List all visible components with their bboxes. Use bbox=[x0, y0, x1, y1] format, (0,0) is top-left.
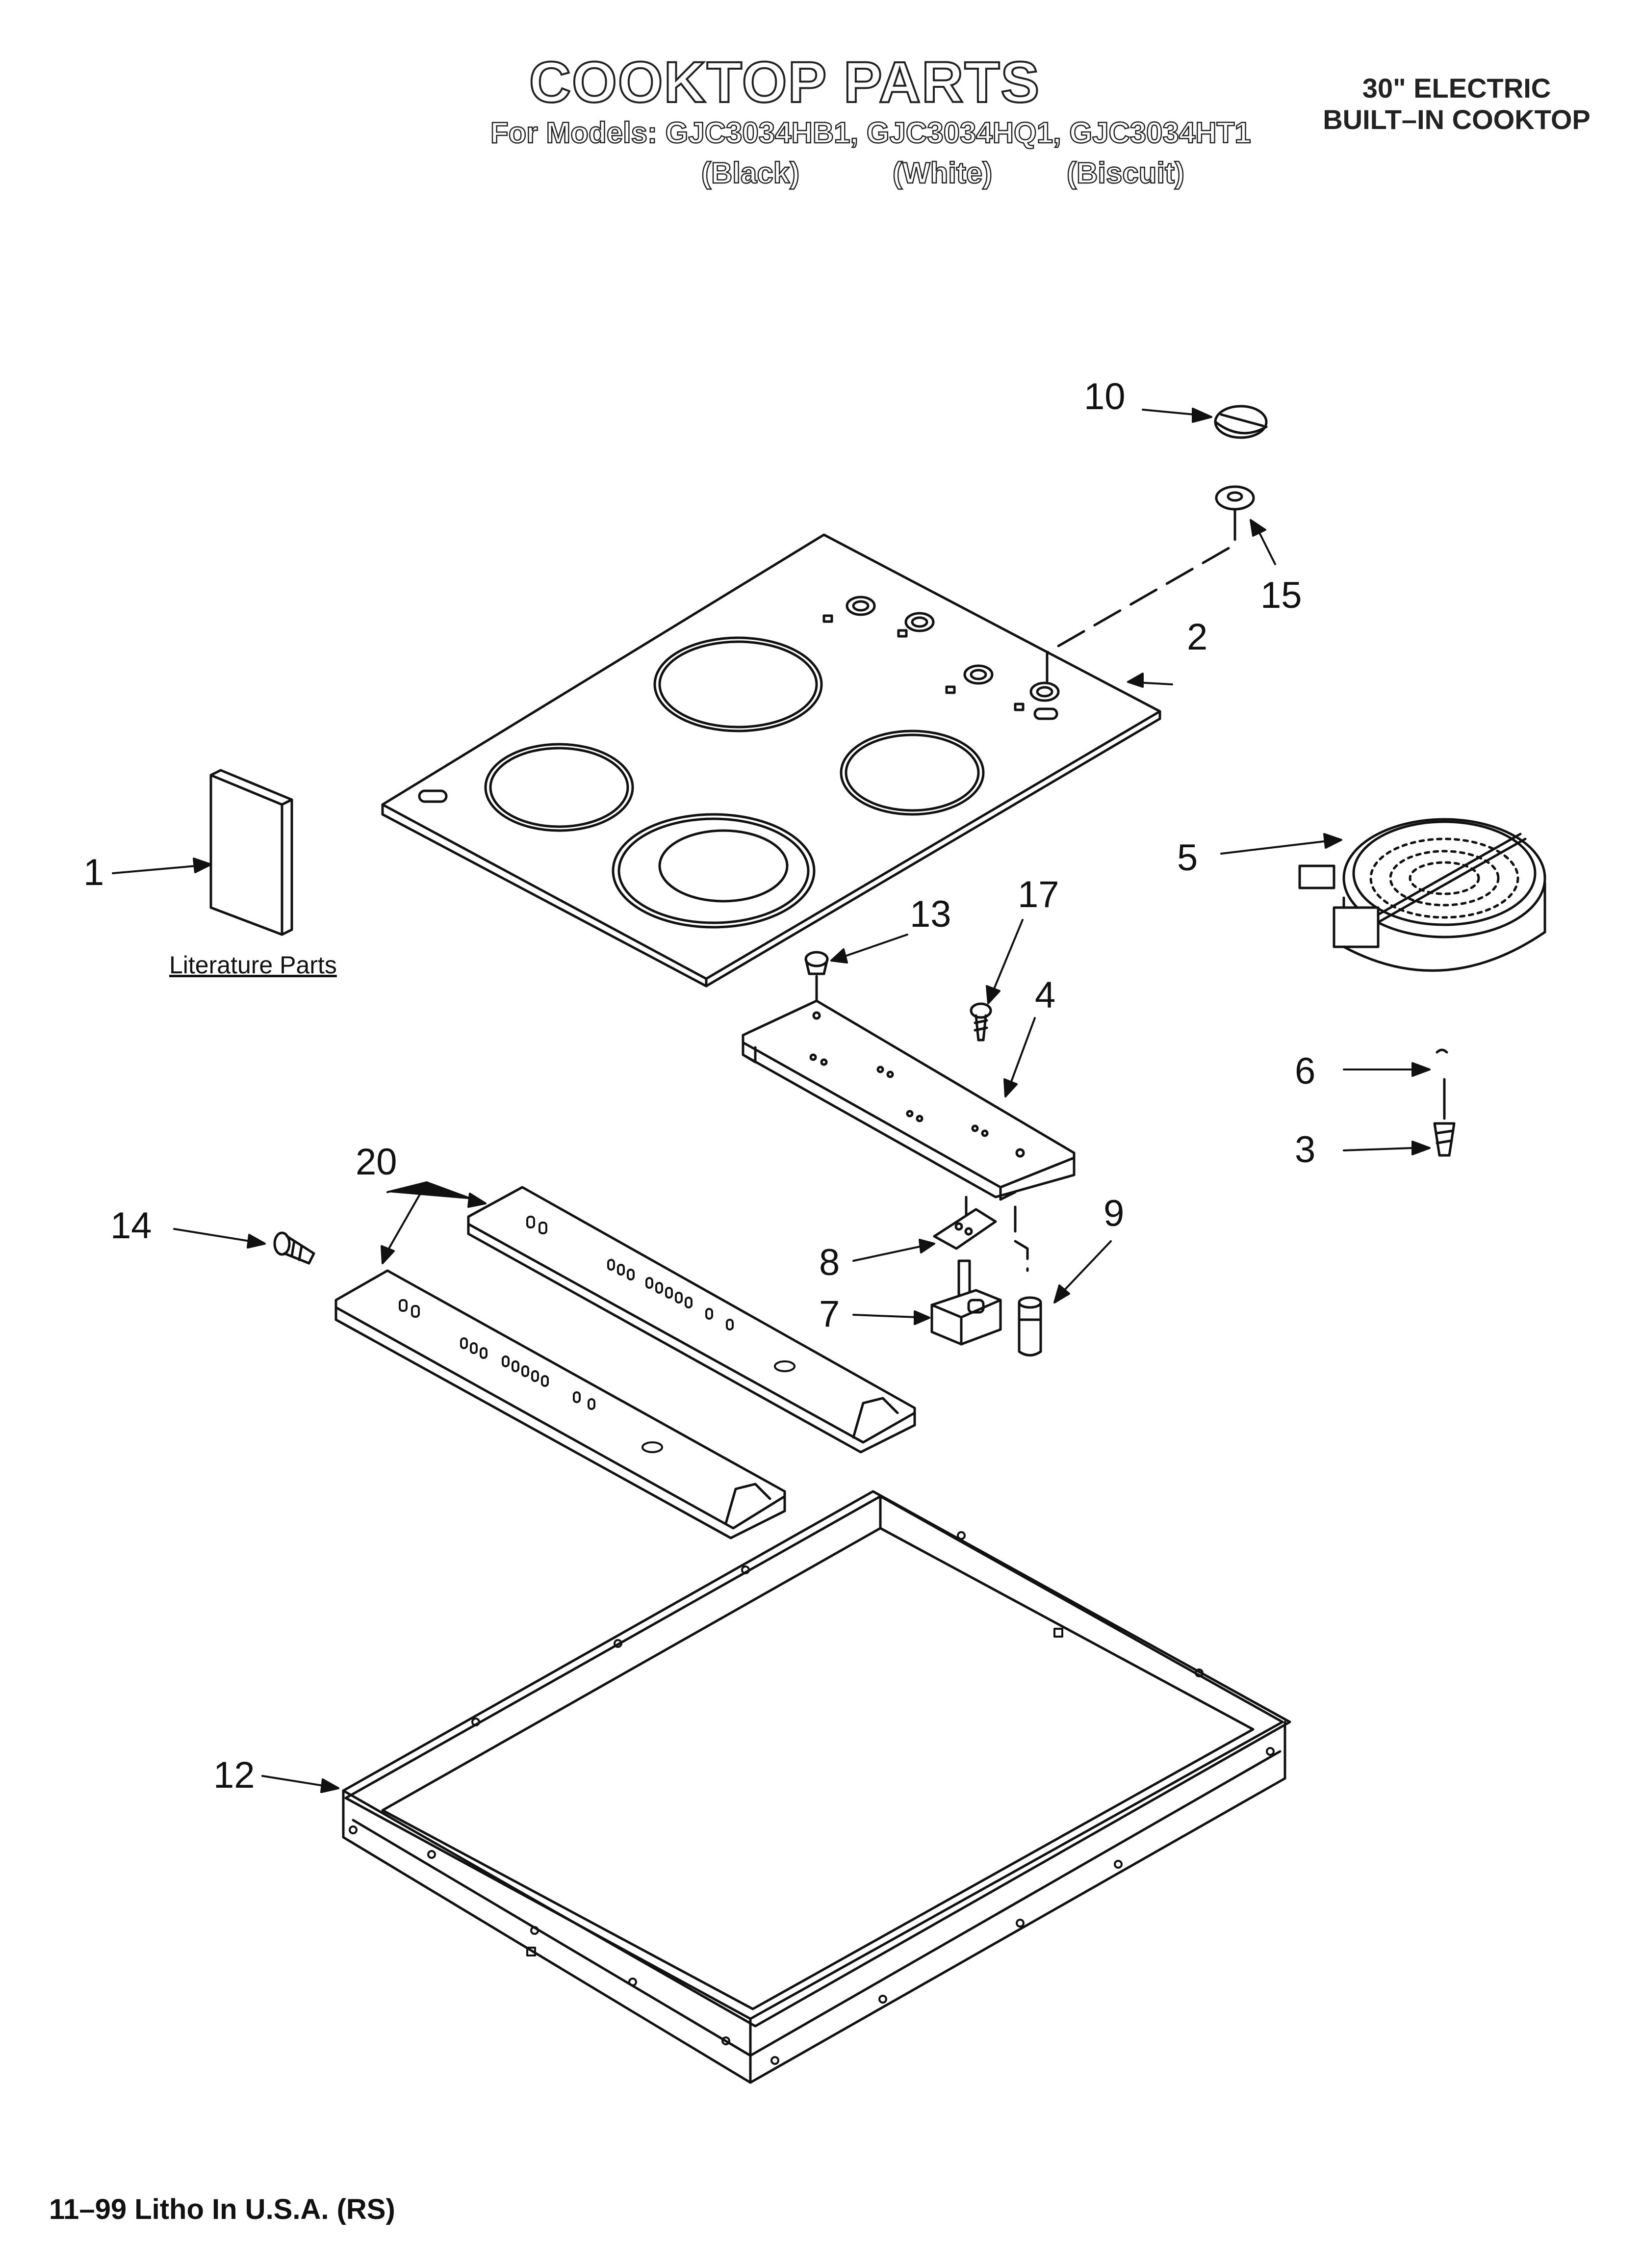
callout-leaders bbox=[112, 408, 1431, 1793]
callout-20: 20 bbox=[356, 1141, 397, 1183]
callout-6: 6 bbox=[1295, 1050, 1316, 1092]
page-title: COOKTOP PARTS bbox=[528, 49, 1041, 116]
screw-14 bbox=[273, 1231, 315, 1265]
radiant-element bbox=[1298, 818, 1546, 972]
clip-6 bbox=[1436, 1048, 1448, 1054]
callout-12: 12 bbox=[213, 1754, 255, 1796]
color-black: (Black) bbox=[701, 156, 800, 190]
channel-upper bbox=[467, 1186, 916, 1454]
callout-8: 8 bbox=[819, 1242, 840, 1283]
callout-17: 17 bbox=[1018, 874, 1059, 915]
product-spec: 30" ELECTRIC BUILT–IN COOKTOP bbox=[1314, 73, 1599, 135]
callout-10: 10 bbox=[1084, 376, 1126, 417]
screw-3 bbox=[1433, 1078, 1456, 1157]
callout-2: 2 bbox=[1187, 616, 1208, 658]
control-bracket bbox=[742, 999, 1076, 1201]
spec-line-1: 30" ELECTRIC bbox=[1362, 73, 1551, 104]
knob-bezel bbox=[1215, 485, 1255, 511]
infinite-switch bbox=[930, 1259, 1002, 1346]
color-white: (White) bbox=[892, 156, 993, 190]
channel-lower bbox=[334, 1269, 786, 1539]
bumper bbox=[804, 951, 829, 1019]
literature-parts-label: Literature Parts bbox=[169, 951, 337, 979]
models-line: For Models: GJC3034HB1, GJC3034HQ1, GJC3… bbox=[490, 116, 1252, 150]
callout-13: 13 bbox=[910, 893, 951, 935]
cooktop-glass bbox=[381, 533, 1161, 988]
callout-7: 7 bbox=[819, 1293, 840, 1335]
callout-5: 5 bbox=[1177, 837, 1198, 879]
callout-9: 9 bbox=[1103, 1193, 1125, 1234]
switch-shaft-9 bbox=[1018, 1296, 1042, 1356]
footer-litho: 11–99 Litho In U.S.A. (RS) bbox=[49, 2193, 395, 2225]
spec-line-2: BUILT–IN COOKTOP bbox=[1323, 104, 1591, 135]
callout-1: 1 bbox=[83, 852, 104, 893]
callout-4: 4 bbox=[1035, 974, 1056, 1016]
screw-17 bbox=[970, 1002, 992, 1042]
base-frame bbox=[342, 1490, 1291, 2084]
control-knob bbox=[1214, 405, 1268, 439]
callout-14: 14 bbox=[110, 1205, 152, 1247]
switch-plate bbox=[933, 1208, 997, 1250]
callout-3: 3 bbox=[1295, 1129, 1316, 1171]
callout-15: 15 bbox=[1260, 574, 1302, 616]
color-biscuit: (Biscuit) bbox=[1066, 156, 1185, 190]
literature-booklet bbox=[209, 769, 293, 936]
